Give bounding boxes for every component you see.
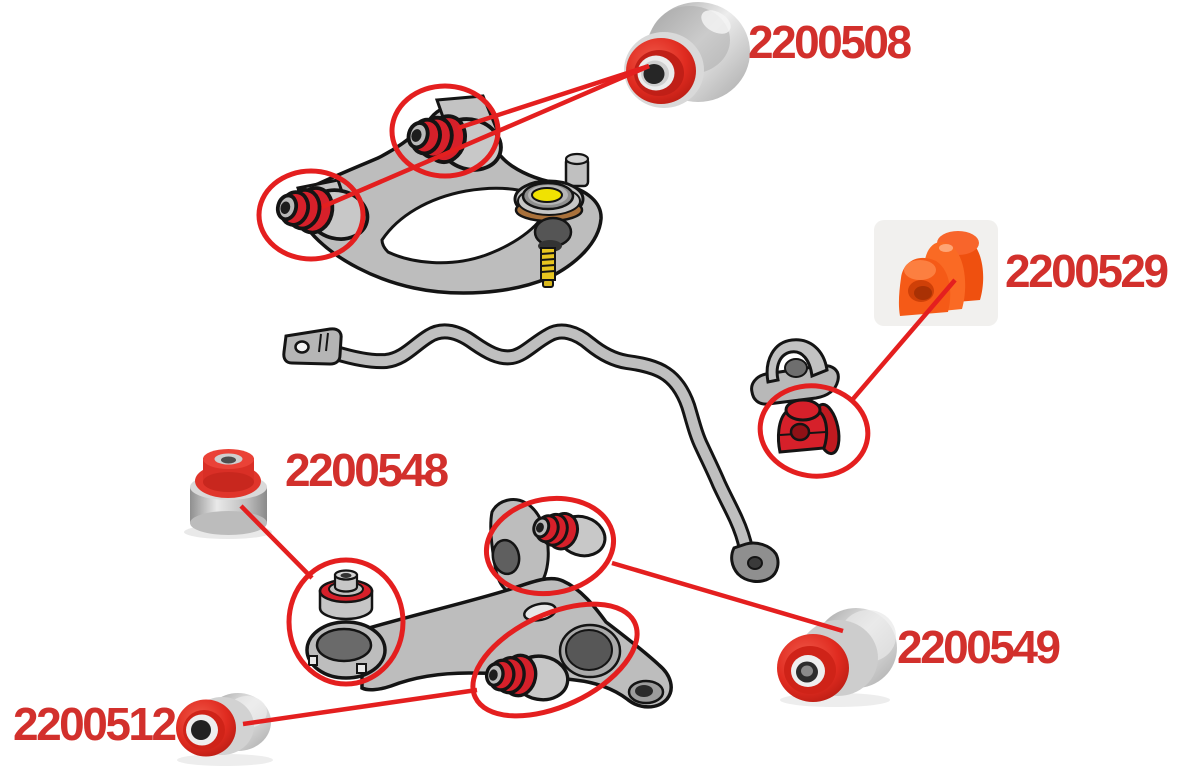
ball-joint-yellow-cap	[531, 187, 563, 203]
anti-roll-bar-lower-tab	[730, 541, 780, 583]
anti-roll-bar-left-tab	[282, 327, 343, 366]
callout-line-2200508-rear	[321, 63, 650, 210]
callout-line-2200508-front	[457, 63, 650, 131]
part-number-2200529: 2200529	[1005, 245, 1169, 297]
callout-line-2200549	[611, 560, 844, 634]
callout-circle-lower-arm-lower-bushing	[470, 601, 640, 719]
lower-control-arm-illustration	[305, 498, 673, 709]
callout-line-2200512	[242, 687, 478, 727]
callout-circle-anti-roll-bar-bushing	[757, 383, 871, 479]
part-number-2200508: 2200508	[748, 16, 912, 68]
photo-bushing-2200508	[624, 2, 750, 108]
photo-bushing-2200548	[184, 449, 272, 539]
callout-overlays	[239, 63, 957, 727]
ball-joint-threaded-stud	[540, 247, 556, 288]
callout-circle-lower-arm-front-bushing	[483, 495, 617, 597]
photo-bushing-2200549	[777, 608, 897, 707]
upper-arm-stub	[564, 152, 590, 188]
photo-bushing-2200529	[874, 220, 998, 326]
callout-line-2200529	[851, 278, 957, 401]
part-number-2200549: 2200549	[897, 621, 1061, 673]
anti-roll-bar-bracket	[750, 338, 840, 406]
callout-circle-lower-arm-rear-bushing	[286, 557, 406, 687]
lower-arm-rear-bushing-illustration	[318, 569, 374, 621]
photo-bushing-2200512	[176, 693, 273, 766]
upper-control-arm-illustration	[271, 94, 603, 295]
lower-arm-rear-ring	[305, 620, 387, 680]
ball-joint	[513, 179, 585, 288]
anti-roll-bar-illustration	[282, 323, 841, 583]
part-number-2200512: 2200512	[13, 698, 177, 750]
callout-circle-upper-arm-rear-bushing	[256, 168, 366, 262]
callout-line-2200548	[239, 504, 314, 580]
anti-roll-bar-bushing-illustration	[776, 398, 841, 456]
part-number-2200548: 2200548	[285, 444, 449, 496]
